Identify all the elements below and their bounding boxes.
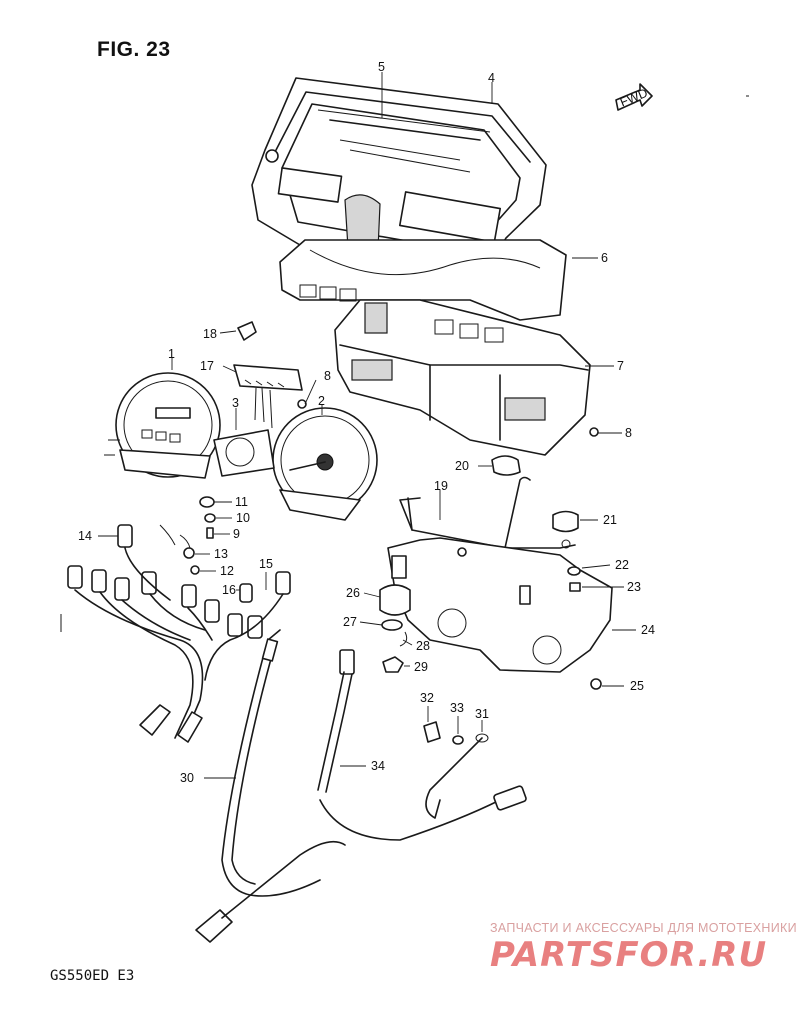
callout-9: 9 [233, 527, 240, 541]
callout-11: 11 [235, 495, 248, 509]
callout-28: 28 [416, 639, 430, 653]
callout-18: 18 [203, 327, 217, 341]
callout-8b: 8 [625, 426, 632, 440]
model-code: GS550ED E3 [50, 968, 135, 984]
callout-3: 3 [232, 396, 239, 410]
bulb-12 [190, 565, 200, 575]
lamp-harness [67, 524, 291, 743]
callout-22: 22 [615, 558, 629, 572]
callout-19: 19 [434, 479, 448, 493]
washer-27 [381, 619, 403, 631]
meter-case-upper [251, 77, 547, 281]
screw-9 [206, 527, 214, 539]
leader-lines [98, 72, 636, 779]
cushion-20 [491, 455, 521, 476]
callout-1: 1 [168, 347, 175, 361]
fuel-gauge [213, 429, 275, 477]
speedometer-cable [195, 629, 346, 943]
callouts: 1 2 3 4 5 6 7 8 8 9 10 11 12 13 14 15 16… [78, 60, 655, 785]
screw-8a [297, 399, 307, 409]
spacer-28 [399, 631, 408, 647]
callout-8a: 8 [324, 369, 331, 383]
callout-2: 2 [318, 394, 325, 408]
meter-case-lower [334, 299, 591, 456]
callout-29: 29 [414, 660, 428, 674]
callout-12: 12 [220, 564, 234, 578]
callout-6: 6 [601, 251, 608, 265]
cushion-21 [552, 510, 579, 533]
screw-25 [590, 678, 602, 690]
callout-25: 25 [630, 679, 644, 693]
tachometer [272, 407, 378, 521]
callout-30: 30 [180, 771, 194, 785]
callout-10: 10 [236, 511, 250, 525]
callout-31: 31 [475, 707, 489, 721]
figure-title: FIG. 23 [97, 38, 171, 61]
meter-gasket [279, 239, 567, 321]
callout-7: 7 [617, 359, 624, 373]
callout-13: 13 [214, 547, 228, 561]
bolt-32 [423, 721, 441, 743]
socket-clip [237, 321, 257, 341]
forward-arrow-icon: FWD [615, 83, 653, 111]
callout-27: 27 [343, 615, 357, 629]
callout-20: 20 [455, 459, 469, 473]
callout-34: 34 [371, 759, 385, 773]
speedometer [104, 372, 221, 479]
washer-22 [567, 566, 581, 576]
tachometer-cable [317, 649, 527, 841]
cushion-11 [199, 496, 215, 508]
washer-10 [204, 513, 216, 523]
bulb-13 [183, 547, 195, 559]
watermark-tagline: ЗАПЧАСТИ И АКСЕССУАРЫ ДЛЯ МОТОТЕХНИКИ [490, 921, 797, 935]
meter-lens [317, 109, 491, 133]
cable-guide [425, 737, 483, 819]
indicator-socket [233, 364, 303, 429]
callout-14: 14 [78, 529, 92, 543]
watermark-logo: PARTSFOR.RU [490, 935, 768, 975]
screw-8b [589, 427, 599, 437]
callout-4: 4 [488, 71, 495, 85]
callout-17: 17 [200, 359, 214, 373]
meter-lower-cover [387, 537, 613, 673]
callout-26: 26 [346, 586, 360, 600]
washer-33 [452, 735, 464, 745]
callout-23: 23 [627, 580, 641, 594]
cushion-26 [379, 584, 411, 616]
callout-32: 32 [420, 691, 434, 705]
callout-15: 15 [259, 557, 273, 571]
callout-24: 24 [641, 623, 655, 637]
nut-23 [569, 582, 581, 592]
callout-21: 21 [603, 513, 617, 527]
callout-33: 33 [450, 701, 464, 715]
fwd-label: FWD [618, 86, 650, 110]
callout-16: 16 [222, 583, 236, 597]
nut-29 [382, 656, 404, 673]
callout-5: 5 [378, 60, 385, 74]
